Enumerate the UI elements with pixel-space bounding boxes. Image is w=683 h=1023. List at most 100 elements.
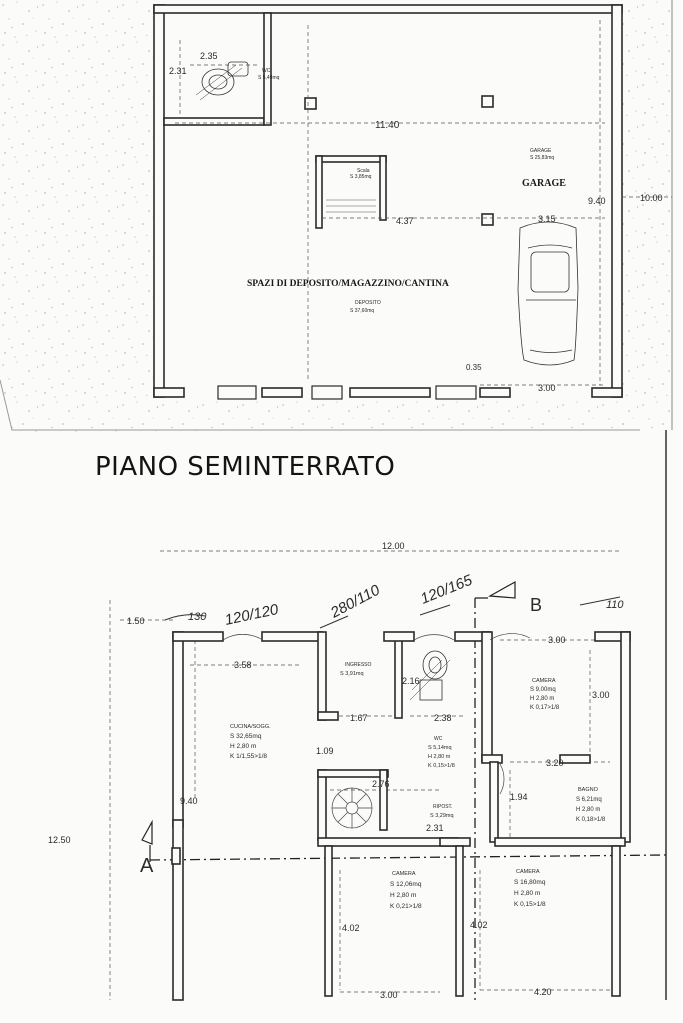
dim-wc-width: 2.35 bbox=[200, 51, 218, 61]
dim-overall-height: 12.50 bbox=[48, 835, 71, 845]
dim-bottom-right: 4.20 bbox=[534, 987, 552, 997]
dim-stair-width: 4.37 bbox=[396, 216, 414, 226]
dim-camera2-height: 4.02 bbox=[342, 923, 360, 933]
ground-plan: 130 120/120 280/110 120/165 110 A B 12.0… bbox=[48, 430, 667, 1001]
storage-small-label: DEPOSITO bbox=[355, 300, 381, 306]
room-entrance: INGRESSO S 3,91mq bbox=[340, 662, 372, 677]
dim-kitchen-height: 9.40 bbox=[180, 796, 198, 806]
dim-camera1-width: 3.00 bbox=[548, 635, 566, 645]
dim-corner-small: 0.35 bbox=[466, 363, 482, 372]
dim-bath-width: 3.20 bbox=[546, 758, 564, 768]
ground-wc-fixtures bbox=[409, 650, 451, 701]
garage-label: GARAGE bbox=[522, 178, 566, 189]
handwritten-120-165: 120/165 bbox=[418, 571, 475, 607]
dim-camera1-height: 3.00 bbox=[592, 690, 610, 700]
room-height: H 2,80 m bbox=[428, 754, 451, 760]
room-ratio: K 0,21>1/8 bbox=[390, 903, 422, 910]
dim-left-small: 1.50 bbox=[127, 616, 145, 626]
spiral-stair-icon bbox=[331, 787, 373, 829]
dim-depth-right: 9.40 bbox=[588, 196, 606, 206]
room-camera-1: CAMERA S 9,00mq H 2,80 m K 0,17>1/8 bbox=[530, 678, 560, 711]
dim-main-width: 11.40 bbox=[375, 120, 400, 131]
room-height: H 2,80 m bbox=[230, 743, 256, 750]
dim-wc-height: 2.31 bbox=[169, 66, 187, 76]
handwritten-130: 130 bbox=[188, 611, 207, 623]
room-camera-2: CAMERA S 12,06mq H 2,80 m K 0,21>1/8 bbox=[390, 871, 422, 910]
basement-wc-fixtures bbox=[195, 61, 249, 101]
basement-plan: 2.35 2.31 WC S 5,49mq 11.40 Scala S 3,85… bbox=[0, 0, 673, 432]
room-ripost: RIPOST. S 3,29mq bbox=[430, 804, 454, 819]
handwritten-110: 110 bbox=[606, 599, 624, 611]
dim-bottom-mid: 3.00 bbox=[380, 990, 398, 1000]
room-wc: WC S 5,14mq H 2,80 m K 0,15>1/8 bbox=[428, 736, 455, 769]
room-camera-3: CAMERA S 16,80mq H 2,80 m K 0,15>1/8 bbox=[514, 869, 546, 908]
room-name: CUCINA/SOGG. bbox=[230, 724, 271, 730]
basement-windows bbox=[217, 385, 477, 400]
garage-small-label: GARAGE bbox=[530, 148, 552, 154]
room-name: CAMERA bbox=[532, 678, 556, 684]
storage-label: SPAZI DI DEPOSITO/MAGAZZINO/CANTINA bbox=[247, 279, 449, 289]
room-height: H 2,80 m bbox=[390, 892, 416, 899]
basement-dim-lines bbox=[175, 20, 672, 386]
dim-garage-width: 3.15 bbox=[538, 214, 556, 224]
page-title: PIANO SEMINTERRATO bbox=[95, 452, 396, 482]
room-area: S 3,29mq bbox=[430, 813, 454, 819]
room-name: INGRESSO bbox=[345, 662, 372, 668]
dim-stair-height: 2.31 bbox=[426, 823, 444, 833]
room-area: S 9,00mq bbox=[530, 687, 556, 693]
terrain-left bbox=[0, 0, 160, 430]
dim-wc-width: 2.38 bbox=[434, 713, 452, 723]
dim-overall-width: 12.00 bbox=[382, 541, 405, 551]
room-name: BAGNO bbox=[578, 787, 599, 793]
section-a-label: A bbox=[140, 855, 154, 877]
basement-wc-name: WC bbox=[262, 68, 271, 74]
room-ratio: K 0,18>1/8 bbox=[576, 817, 606, 823]
section-b-arrow bbox=[475, 580, 516, 599]
dim-wc-height: 2.16 bbox=[402, 676, 420, 686]
basement-stair-area: S 3,85mq bbox=[350, 174, 372, 180]
dim-stair-width: 2.76 bbox=[372, 779, 390, 789]
storage-area: S 37,60mq bbox=[350, 308, 374, 314]
room-name: CAMERA bbox=[392, 871, 416, 877]
room-height: H 2,80 m bbox=[530, 696, 554, 702]
section-lines bbox=[149, 598, 667, 1000]
handwritten-280-110: 280/110 bbox=[327, 581, 383, 622]
room-ratio: K 0,17>1/8 bbox=[530, 705, 560, 711]
dim-kitchen-width: 3.58 bbox=[234, 660, 252, 670]
garage-area: S 25,83mq bbox=[530, 155, 554, 161]
ground-walls bbox=[171, 631, 631, 1001]
car-icon bbox=[517, 221, 579, 366]
terrain-edge bbox=[0, 379, 640, 431]
dim-hall-width: 1.67 bbox=[350, 713, 368, 723]
room-height: H 2,80 m bbox=[576, 807, 600, 813]
room-area: S 6,21mq bbox=[576, 797, 602, 803]
room-area: S 32,65mq bbox=[230, 733, 262, 740]
terrain-bottom bbox=[10, 400, 640, 432]
dim-bottom-right: 3.00 bbox=[538, 383, 556, 393]
basement-wc-area: S 5,49mq bbox=[258, 75, 280, 81]
basement-stair-name: Scala bbox=[357, 168, 370, 174]
terrain-right bbox=[620, 0, 672, 430]
room-ratio: K 0,15>1/8 bbox=[514, 901, 546, 908]
room-ratio: K 0,15>1/8 bbox=[428, 763, 455, 769]
room-name: CAMERA bbox=[516, 869, 540, 875]
room-area: S 12,06mq bbox=[390, 881, 422, 888]
handwritten-120-120: 120/120 bbox=[223, 601, 280, 629]
room-bath: BAGNO S 6,21mq H 2,80 m K 0,18>1/8 bbox=[576, 787, 606, 823]
room-area: S 3,91mq bbox=[340, 671, 364, 677]
dim-camera3-height: 4.02 bbox=[470, 920, 488, 930]
dim-depth-outer: 10.00 bbox=[640, 193, 663, 203]
room-height: H 2,80 m bbox=[514, 890, 540, 897]
basement-walls bbox=[153, 4, 623, 398]
dim-corridor: 1.09 bbox=[316, 746, 334, 756]
basement-stair-hatch bbox=[326, 199, 376, 213]
section-b-label: B bbox=[530, 595, 542, 615]
section-a-arrow bbox=[141, 819, 153, 862]
room-name: WC bbox=[434, 736, 443, 742]
dim-bath-height: 1.94 bbox=[510, 792, 528, 802]
room-ratio: K 1/1,55>1/8 bbox=[230, 753, 267, 760]
room-name: RIPOST. bbox=[433, 804, 452, 810]
room-area: S 16,80mq bbox=[514, 879, 546, 886]
room-area: S 5,14mq bbox=[428, 745, 452, 751]
